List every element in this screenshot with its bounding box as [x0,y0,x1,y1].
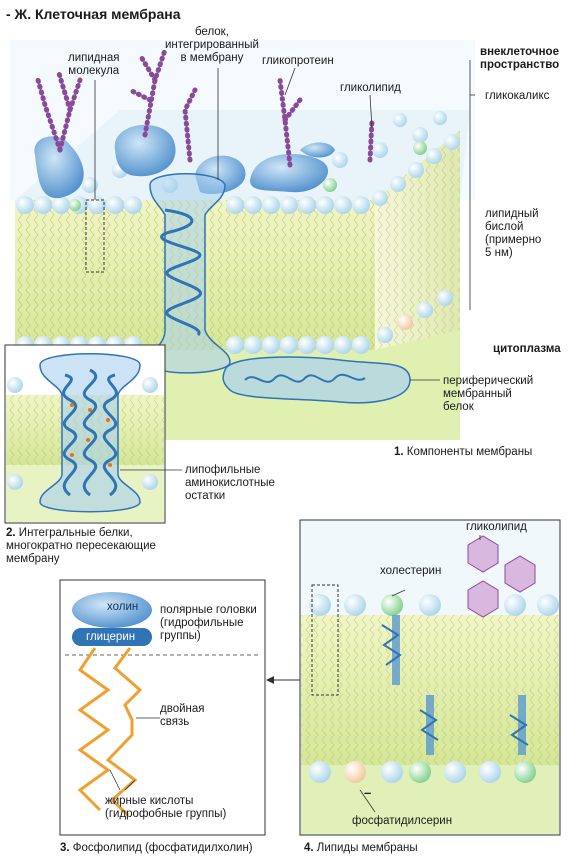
caption-panel2: 2. Интегральные белки, многократно перес… [6,527,156,565]
label-glycocalyx: гликокаликс [485,90,550,102]
panel1-leaders [94,60,475,381]
phospholipid-marker [311,584,339,696]
caption-panel1: 1. Компоненты мембраны [394,446,533,458]
label-glycolipid-p4: гликолипид [466,521,527,533]
label-fatty-acids: жирные кислоты(гидрофобные группы) [105,795,227,820]
label-phosphatidylserine: фосфатидилсерин [352,815,453,827]
label-cholesterol: холестерин [380,565,442,577]
label-glycolipid: гликолипид [340,82,401,94]
glycolipid-hexagons [467,535,536,618]
panel4-top-heads [309,594,559,616]
integral-protein [149,173,231,374]
peripheral-protein [222,356,411,404]
sugar-chains [35,47,375,168]
minus-charge: – [364,785,372,800]
panel4-bottom-heads [309,761,536,783]
panel2-heads [7,377,158,490]
label-cytoplasm: цитоплазма [493,343,561,355]
phospholipid-head [72,592,152,646]
label-glycerol: глицерин [86,631,136,643]
caption-panel3: 3. Фосфолипид (фосфатидилхолин) [60,842,253,854]
cholesterol-molecules [381,615,529,755]
panel2-protein [39,353,141,513]
section-title: - Ж. Клеточная мембрана [6,6,181,22]
label-glycoprotein: гликопротеин [262,55,334,67]
caption-panel4: 4. Липиды мембраны [304,842,418,854]
label-choline: холин [107,601,139,613]
fatty-acid-tails [77,647,143,817]
